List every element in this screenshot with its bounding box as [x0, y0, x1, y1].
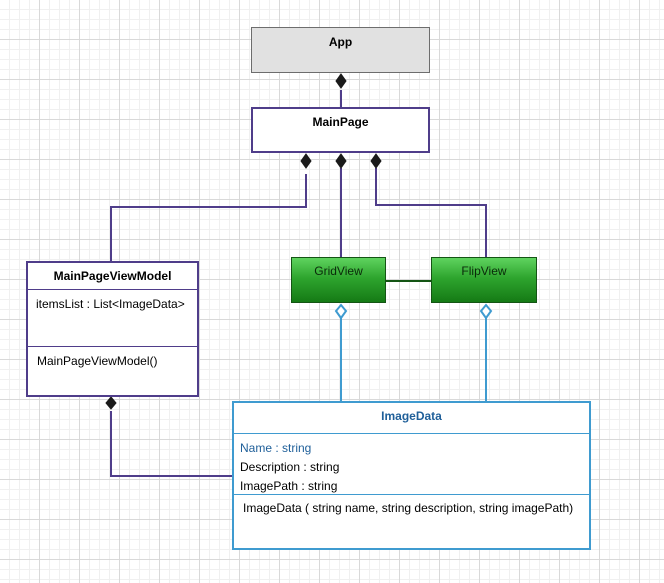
attribute: Description : string	[240, 460, 340, 474]
class-name: MainPage	[312, 115, 369, 129]
gridview-imagedata-aggregation	[334, 303, 348, 401]
class-name: MainPageViewModel	[28, 263, 197, 290]
aggregation-diamond-icon	[479, 303, 493, 320]
class-mainpage[interactable]: MainPage	[251, 107, 430, 153]
attributes-compartment: Name : string Description : string Image…	[234, 434, 589, 495]
flipview-imagedata-aggregation	[479, 303, 493, 401]
class-name: App	[328, 35, 353, 49]
attribute: ImagePath : string	[240, 479, 338, 493]
class-name: FlipView	[461, 264, 507, 278]
composition-diamond-icon	[300, 153, 312, 169]
aggregation-diamond-icon	[334, 303, 348, 320]
composition-diamond-icon	[105, 396, 117, 410]
composition-diamond-icon	[370, 153, 382, 169]
class-flipview[interactable]: FlipView	[431, 257, 537, 303]
attributes-compartment: itemsList : List<ImageData>	[28, 290, 197, 347]
app-mainpage-composition	[335, 73, 347, 107]
attribute: Name : string	[240, 441, 312, 455]
composition-diamond-icon	[335, 153, 347, 169]
class-imagedata[interactable]: ImageData Name : string Description : st…	[232, 401, 591, 550]
composition-diamond-icon	[335, 73, 347, 89]
class-name: GridView	[314, 264, 363, 278]
operations-compartment: MainPageViewModel()	[28, 347, 197, 368]
mainpage-mpvm-composition	[110, 153, 312, 261]
operations-compartment: ImageData ( string name, string descript…	[234, 495, 589, 515]
mpvm-imagedata-composition	[105, 396, 232, 477]
mainpage-gridview-composition	[335, 153, 347, 257]
attribute: itemsList : List<ImageData>	[36, 297, 185, 311]
class-mainpageviewmodel[interactable]: MainPageViewModel itemsList : List<Image…	[26, 261, 199, 397]
class-app[interactable]: App	[251, 27, 430, 73]
class-gridview[interactable]: GridView	[291, 257, 386, 303]
class-name: ImageData	[234, 403, 589, 434]
operation: MainPageViewModel()	[37, 354, 158, 368]
operation: ImageData ( string name, string descript…	[243, 501, 574, 515]
mainpage-flipview-composition	[370, 153, 487, 257]
